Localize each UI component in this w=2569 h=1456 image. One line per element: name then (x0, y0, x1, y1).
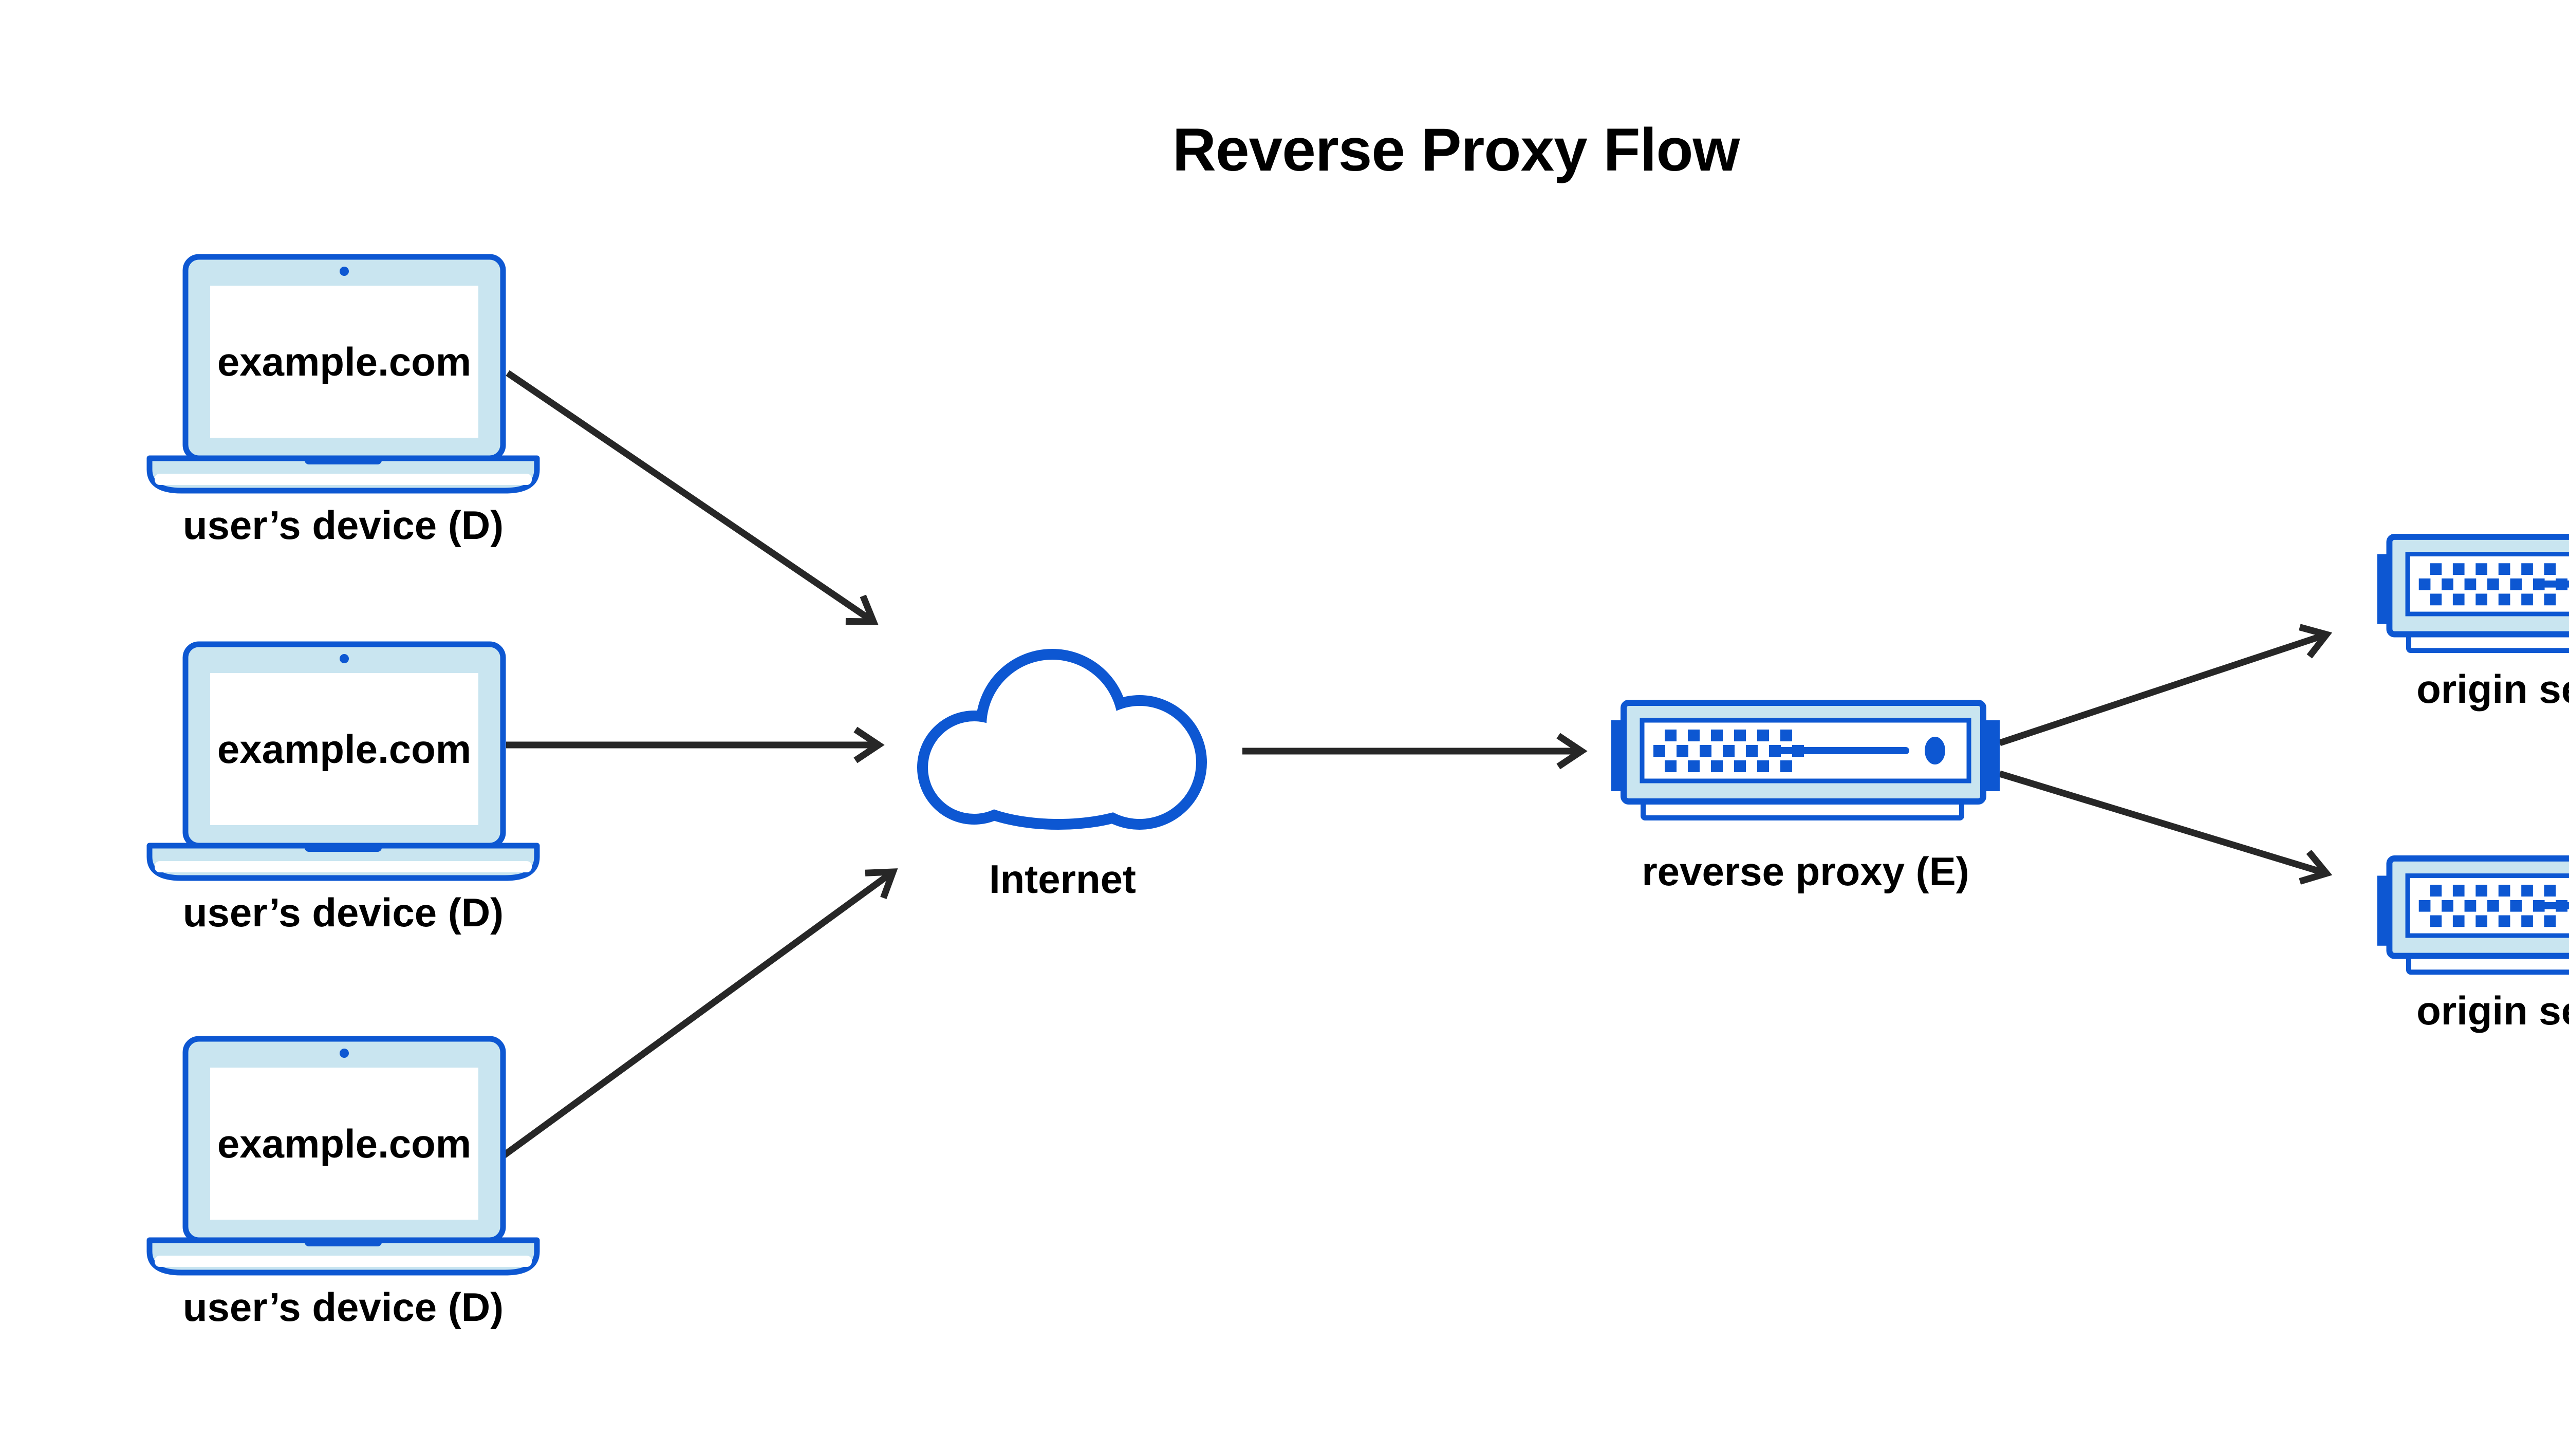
node-origin-server-2: origin server (F) (2377, 855, 2569, 1035)
origin-server-label: origin server (F) (2416, 988, 2569, 1033)
server-icon (2377, 534, 2569, 656)
arrow-proxy-to-origin1 (1998, 624, 2333, 746)
arrow-proxy-to-origin2 (1999, 770, 2333, 885)
device-screen-url: example.com (217, 1121, 472, 1166)
reverse-proxy-label: reverse proxy (E) (1642, 849, 1969, 894)
node-user-device-3: example.com user’s device (D) (145, 1036, 541, 1332)
node-user-device-2: example.com user’s device (D) (145, 641, 541, 937)
server-icon (2377, 855, 2569, 977)
device-label: user’s device (D) (182, 890, 504, 935)
node-origin-server-1: origin server (F) (2377, 534, 2569, 714)
node-reverse-proxy: reverse proxy (E) (1611, 700, 2000, 896)
page-title: Reverse Proxy Flow (1172, 116, 1740, 184)
node-internet: Internet (920, 648, 1205, 904)
server-icon (1611, 700, 2000, 823)
device-label: user’s device (D) (182, 502, 504, 548)
device-label: user’s device (D) (182, 1284, 504, 1330)
node-user-device-1: example.com user’s device (D) (145, 254, 541, 550)
internet-label: Internet (989, 856, 1137, 902)
device-screen-url: example.com (217, 339, 472, 384)
cloud-icon (920, 648, 1205, 827)
arrow-device1-to-internet (506, 370, 879, 625)
arrow-device3-to-internet (501, 868, 898, 1159)
origin-server-label: origin server (F) (2416, 666, 2569, 712)
device-screen-url: example.com (217, 726, 472, 772)
